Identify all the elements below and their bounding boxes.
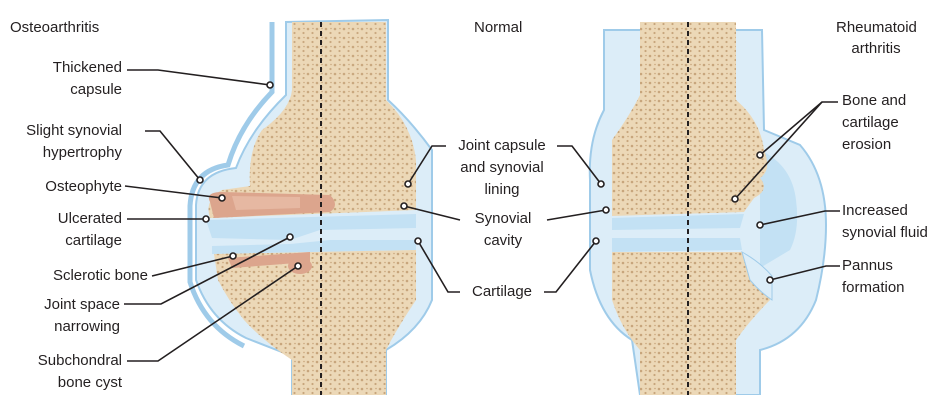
label-osteophyte: Osteophyte bbox=[0, 176, 122, 198]
label-cartilage: Cartilage bbox=[460, 281, 544, 303]
rheumatoid-title: Rheumatoid arthritis bbox=[836, 17, 916, 59]
osteoarthritis-title: Osteoarthritis bbox=[10, 17, 99, 38]
osteoarthritis-joint bbox=[190, 20, 432, 395]
label-sclerotic-bone: Sclerotic bone bbox=[0, 265, 148, 287]
normal-title: Normal bbox=[474, 17, 522, 38]
rheumatoid-joint bbox=[590, 22, 826, 395]
